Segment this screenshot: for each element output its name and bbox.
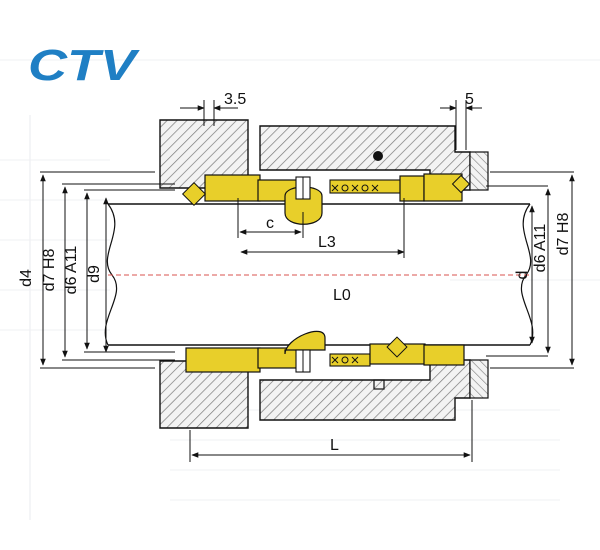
upper-gland-housing (159, 119, 489, 191)
lower-seal-assembly (185, 330, 465, 373)
dimension-lines (40, 100, 575, 462)
oring-dot-icon (373, 151, 383, 161)
right-d6-label: d6 A11 (532, 224, 549, 273)
left-d7-label: d7 H8 (41, 249, 58, 292)
upper-seal-assembly (181, 173, 471, 225)
left-d4-label: d4 (18, 269, 35, 287)
dim-5-label: 5 (465, 91, 474, 108)
logo-text: CTV (28, 41, 140, 90)
ctv-logo: CTV (28, 41, 140, 90)
dim-L3-label: L3 (318, 234, 336, 251)
dim-3-5-label: 3.5 (224, 91, 246, 108)
left-d9-label: d9 (86, 265, 103, 283)
shaft (104, 203, 534, 346)
dim-c-label: c (266, 215, 274, 232)
dim-L0-label: L0 (333, 287, 351, 304)
lower-gland-housing (159, 359, 489, 429)
dimension-labels: 3.5 5 c L3 L0 L d4 d7 H8 d6 A11 d9 d d6 … (18, 91, 572, 454)
right-d-label: d (514, 271, 531, 280)
left-d6-label: d6 A11 (63, 246, 80, 295)
right-d7-label: d7 H8 (555, 213, 572, 256)
dim-L-label: L (330, 437, 339, 454)
